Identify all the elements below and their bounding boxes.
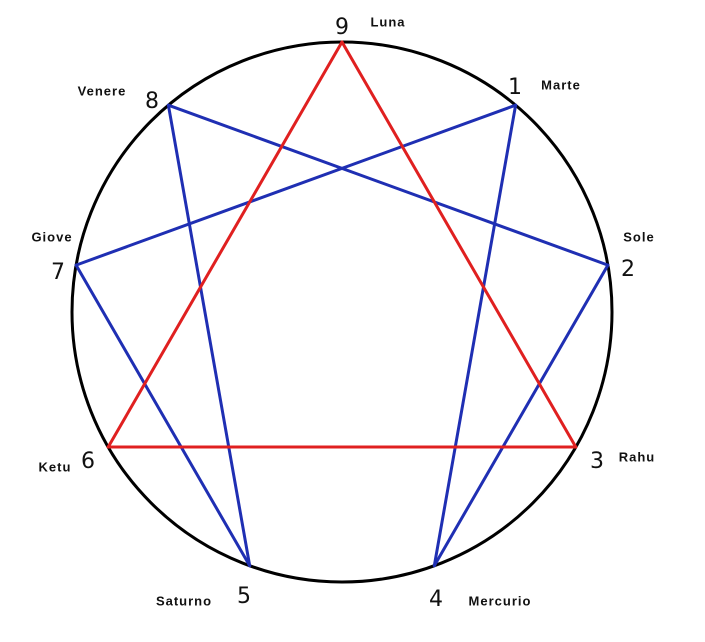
planet-label-giove: Giove [31, 229, 72, 244]
point-number-6: 6 [81, 449, 95, 474]
triangle-line-9-3 [340, 40, 578, 449]
point-number-9: 9 [335, 15, 349, 40]
hexad-line-5-7 [74, 263, 252, 568]
planet-label-ketu: Ketu [39, 459, 72, 474]
point-number-8: 8 [145, 89, 159, 114]
connecting-lines [74, 40, 610, 568]
point-number-7: 7 [51, 260, 65, 285]
planet-label-saturno: Saturno [156, 593, 212, 608]
planet-label-venere: Venere [78, 83, 127, 98]
point-number-3: 3 [590, 449, 604, 474]
hexad-line-8-5 [166, 103, 252, 568]
planet-label-sole: Sole [623, 229, 654, 244]
point-number-2: 2 [621, 257, 635, 282]
planet-label-mercurio: Mercurio [469, 593, 532, 608]
point-number-4: 4 [429, 587, 443, 612]
hexad-line-1-4 [432, 103, 518, 568]
planet-label-rahu: Rahu [619, 449, 656, 464]
point-labels: 1 Marte 2 Sole 3 Rahu 4 Mercurio 5 Saturno 6 Ketu 7 G… [31, 14, 656, 612]
planet-label-luna: Luna [370, 14, 405, 29]
triangle-line-6-9 [106, 40, 344, 449]
point-number-1: 1 [508, 75, 522, 100]
hexad-line-4-2 [432, 263, 610, 568]
planet-label-marte: Marte [541, 77, 581, 92]
hexad-line-7-1 [74, 103, 518, 267]
point-number-5: 5 [237, 584, 251, 609]
hexad-line-2-8 [166, 103, 610, 267]
outer-circle [70, 40, 614, 584]
